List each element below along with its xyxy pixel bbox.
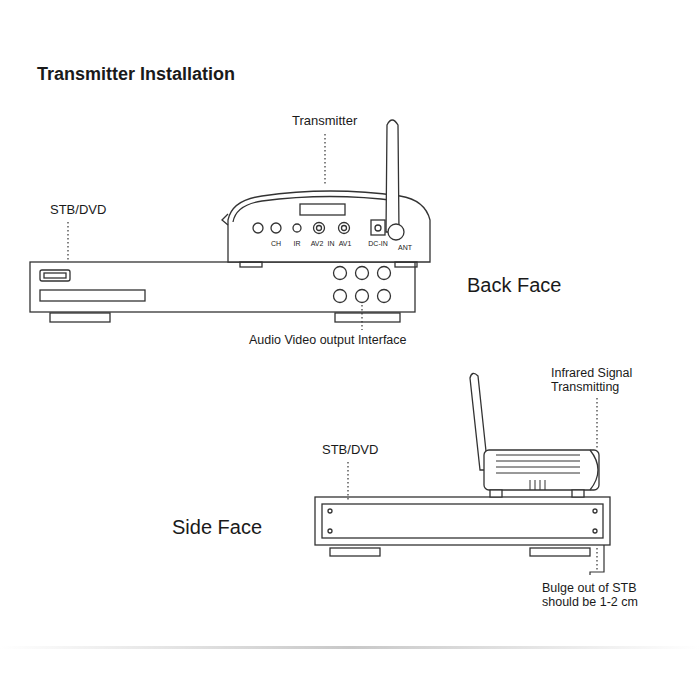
av2-jack	[317, 226, 322, 231]
ch-button	[271, 223, 281, 233]
av2-jack	[314, 223, 325, 234]
stb-foot	[335, 313, 400, 322]
dc-in-port	[375, 225, 381, 231]
port-label: AV1	[338, 240, 353, 248]
transmitter-side-body	[484, 450, 599, 490]
av-output-jacks	[334, 267, 391, 303]
stb-foot	[530, 548, 590, 556]
bulge-bracket	[590, 545, 604, 575]
transmitter-foot	[395, 262, 417, 267]
transmitter-body	[228, 191, 430, 262]
port-label: ANT	[397, 244, 413, 252]
view-label: Back Face	[467, 274, 561, 297]
part-label: Audio Video output Interface	[249, 333, 407, 347]
port-label: IN	[327, 240, 336, 248]
transmitter-foot	[240, 262, 262, 267]
stb-side-body	[315, 497, 610, 545]
stb-foot	[330, 548, 380, 556]
note-label: Bulge out of STB should be 1-2 cm	[542, 581, 660, 610]
transmitter-display	[300, 204, 345, 215]
port-label: IR	[293, 240, 302, 248]
transmitter-foot	[572, 490, 584, 497]
stb-body	[30, 262, 415, 312]
knob	[253, 223, 263, 233]
diagram-title: Transmitter Installation	[37, 64, 235, 85]
av1-jack	[342, 226, 347, 231]
av1-jack	[339, 223, 350, 234]
stb-display-inner	[44, 273, 66, 278]
port-label: DC-IN	[367, 240, 388, 248]
leader-lines	[68, 134, 597, 572]
port-label: CH	[270, 240, 282, 248]
ir-window	[590, 450, 598, 490]
stb-slot	[40, 290, 145, 301]
transmitter-clip	[222, 214, 228, 225]
bottom-rule	[0, 646, 700, 649]
antenna-base	[388, 224, 404, 240]
part-label: STB/DVD	[50, 203, 106, 218]
side-ridges	[496, 455, 580, 490]
ir-port	[293, 224, 301, 232]
port-label: AV2	[310, 240, 325, 248]
stb-display	[40, 270, 70, 281]
antenna	[386, 120, 399, 232]
view-label: Side Face	[172, 516, 262, 539]
stb-foot	[50, 313, 110, 322]
dc-in-port	[371, 220, 385, 235]
part-label: STB/DVD	[322, 443, 378, 458]
transmitter-edge	[233, 197, 398, 223]
stb-side-panel	[322, 504, 603, 538]
part-label: Transmitter	[292, 114, 357, 129]
transmitter-foot	[490, 490, 502, 497]
part-label: Infrared Signal Transmitting	[551, 366, 676, 395]
